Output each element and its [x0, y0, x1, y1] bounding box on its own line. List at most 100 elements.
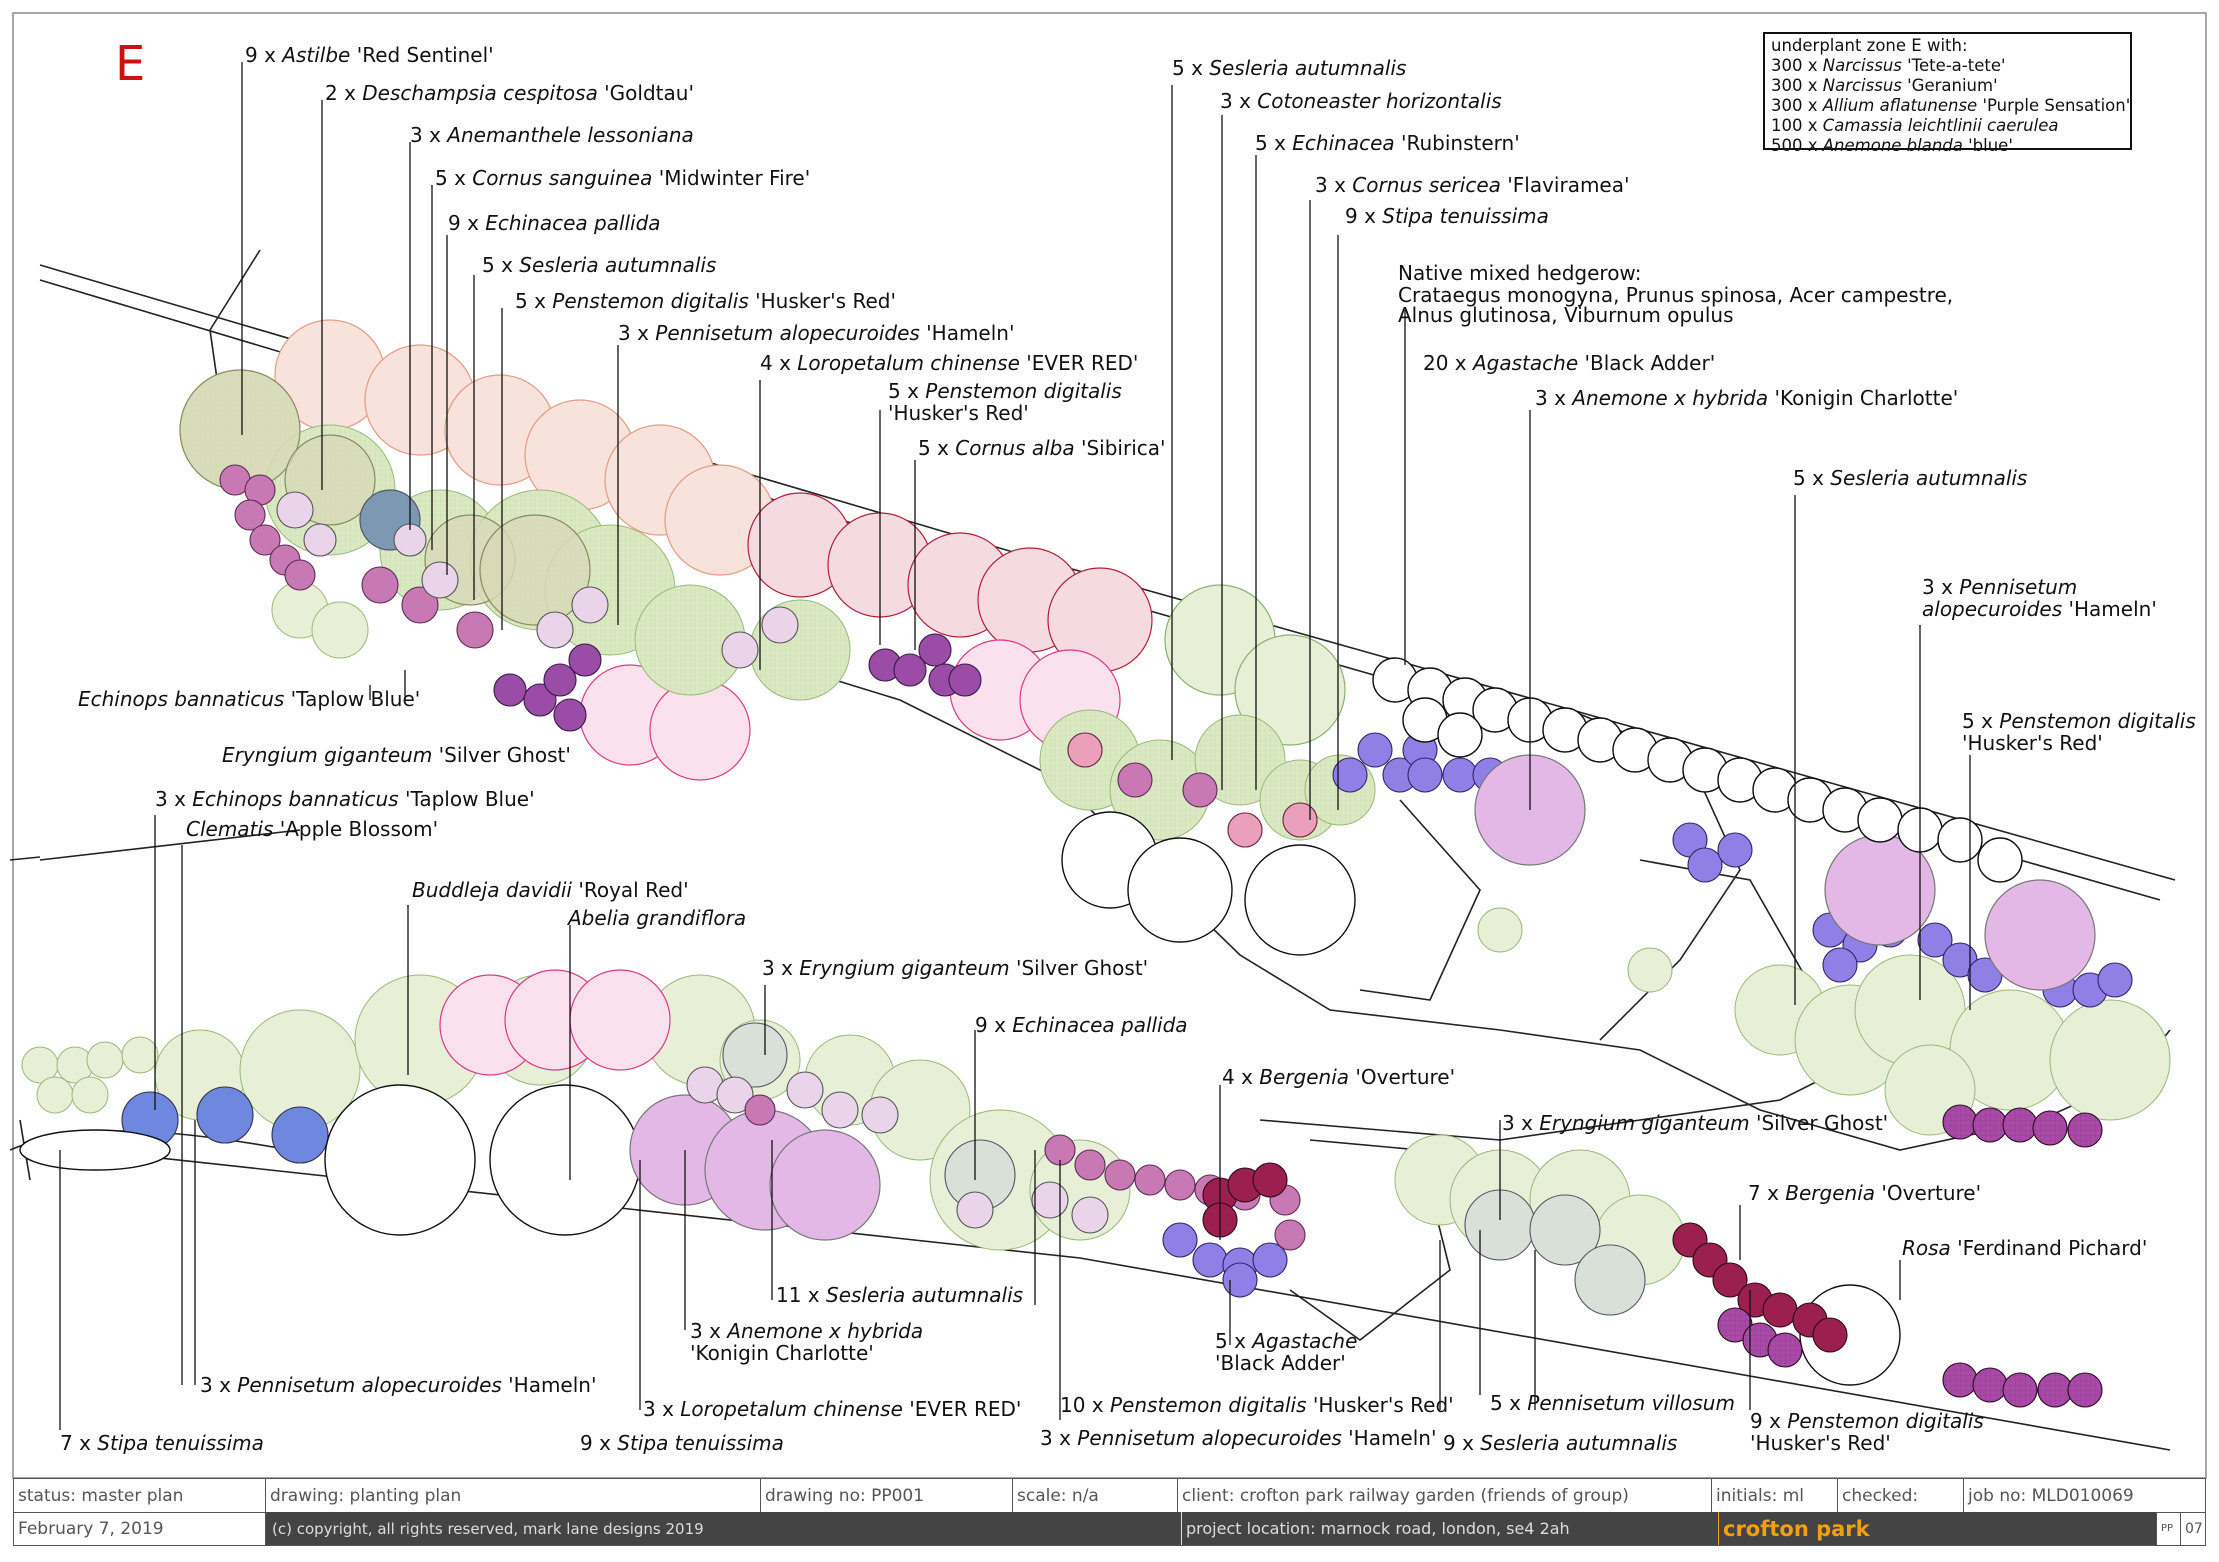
plant-label-part: 4 x [760, 351, 797, 375]
underplant-item: 300 x Narcissus 'Tete-a-tete' [1771, 56, 2006, 75]
plant-label-part: 3 x [1315, 173, 1352, 197]
underplant-legend: underplant zone E with: 300 x Narcissus … [1763, 32, 2132, 155]
plant-label: 5 x Penstemon digitalis [1962, 709, 2196, 733]
plant-label-part: 'Royal Red' [572, 878, 689, 902]
sheet-number: 07 [2185, 1520, 2203, 1537]
plant-label: 5 x Penstemon digitalis [888, 379, 1122, 403]
plant-label-part: 9 x [1345, 204, 1382, 228]
drawing-no-cell: drawing no: PP001 [761, 1479, 1013, 1512]
plant-label-part: 'Konigin Charlotte' [690, 1341, 874, 1365]
plant-label-part: 'Husker's Red' [1750, 1431, 1891, 1455]
plant-label-part: Penstemon digitalis [1787, 1409, 1984, 1433]
plant-label-part: 9 x [1750, 1409, 1787, 1433]
plant-label-part: 'Flaviramea' [1501, 173, 1630, 197]
title-block-row-1: status: master plan drawing: planting pl… [14, 1479, 2205, 1513]
plant-label: 'Husker's Red' [1750, 1431, 1891, 1455]
plant-label-part: 10 x [1060, 1393, 1110, 1417]
plant-label-part: Sesleria autumnalis [1830, 466, 2027, 490]
plant-label-part: 9 x [1443, 1431, 1480, 1455]
plant-label-part: 'Ferdinand Pichard' [1951, 1236, 2148, 1260]
copyright-text: (c) copyright, all rights reserved, mark… [272, 1519, 704, 1538]
plant-label: 5 x Sesleria autumnalis [1172, 56, 1406, 80]
plant-label: 3 x Pennisetum alopecuroides 'Hameln' [618, 321, 1014, 345]
scale-cell: scale: n/a [1013, 1479, 1178, 1512]
plant-label-part: Sesleria autumnalis [519, 253, 716, 277]
plant-label: Echinops bannaticus 'Taplow Blue' [78, 687, 420, 711]
plant-label: 'Husker's Red' [1962, 731, 2103, 755]
plant-label-part: 5 x [1962, 709, 1999, 733]
plant-label-part: 'Husker's Red' [888, 401, 1029, 425]
plant-label-part: 'Silver Ghost' [432, 743, 571, 767]
plant-label-part: 'Black Adder' [1578, 351, 1715, 375]
job-no-cell: job no: MLD010069 [1968, 1485, 2134, 1506]
plant-label-part: Deschampsia cespitosa [362, 81, 598, 105]
title-block: status: master plan drawing: planting pl… [13, 1478, 2206, 1546]
plant-label-part: 11 x [776, 1283, 826, 1307]
plant-label: 5 x Sesleria autumnalis [482, 253, 716, 277]
plant-label-part: Alnus glutinosa, Viburnum opulus [1398, 303, 1734, 327]
drawing-cell: drawing: planting plan [266, 1479, 761, 1512]
plant-label-part: Anemone x hybrida [1570, 386, 1768, 410]
plant-label-part: Astilbe [280, 43, 350, 67]
plant-label-part: 3 x [200, 1373, 237, 1397]
plant-label: 3 x Anemone x hybrida [690, 1319, 923, 1343]
plant-label: 3 x Eryngium giganteum 'Silver Ghost' [1502, 1111, 1888, 1135]
plant-label-part: 3 x [618, 321, 655, 345]
plant-label-part: 5 x [918, 436, 955, 460]
plant-label-part: Penstemon digitalis [925, 379, 1122, 403]
plant-label-part: 3 x [762, 956, 799, 980]
plant-label-part: Loropetalum chinense [680, 1397, 903, 1421]
plant-label-part: Penstemon digitalis [1110, 1393, 1307, 1417]
plant-label-part: 'Black Adder' [1215, 1351, 1346, 1375]
plant-label-part: 3 x [155, 787, 192, 811]
plant-label-part: 'Hameln' [502, 1373, 597, 1397]
plant-label: Crataegus monogyna, Prunus spinosa, Acer… [1398, 283, 1953, 307]
underplant-item: 500 x Anemone blanda 'blue' [1771, 136, 2013, 155]
plant-label: 5 x Cornus sanguinea 'Midwinter Fire' [435, 166, 810, 190]
plant-label-part: Agastache [1471, 351, 1578, 375]
plant-label: alopecuroides 'Hameln' [1922, 597, 2157, 621]
plant-label-part: 'Hameln' [2062, 597, 2157, 621]
plant-label-part: 5 x [515, 289, 552, 313]
plant-label-part: 'Sibirica' [1075, 436, 1166, 460]
plant-label: 3 x Cotoneaster horizontalis [1220, 89, 1502, 113]
plant-label-part: Echinops bannaticus [192, 787, 398, 811]
plant-label-part: Crataegus monogyna, Prunus spinosa, Acer… [1398, 283, 1953, 307]
plant-label: 4 x Bergenia 'Overture' [1222, 1065, 1455, 1089]
plant-label: 'Konigin Charlotte' [690, 1341, 874, 1365]
plant-label: 2 x Deschampsia cespitosa 'Goldtau' [325, 81, 694, 105]
plant-label: 9 x Astilbe 'Red Sentinel' [245, 43, 494, 67]
plant-label: 3 x Echinops bannaticus 'Taplow Blue' [155, 787, 535, 811]
plant-label-part: Echinacea pallida [1012, 1013, 1187, 1037]
plant-label-part: 9 x [580, 1431, 617, 1455]
pp-cell: PP [2156, 1512, 2181, 1545]
underplant-heading: underplant zone E with: [1771, 36, 1968, 55]
plant-labels: 9 x Astilbe 'Red Sentinel' 2 x Deschampsi… [60, 43, 2196, 1455]
plant-label: Clematis 'Apple Blossom' [186, 817, 438, 841]
plant-label: Buddleja davidii 'Royal Red' [412, 878, 689, 902]
plant-label: 5 x Pennisetum villosum [1490, 1391, 1735, 1415]
plant-label: 9 x Sesleria autumnalis [1443, 1431, 1677, 1455]
plant-label-part: Penstemon digitalis [552, 289, 749, 313]
plant-label: 5 x Cornus alba 'Sibirica' [918, 436, 1166, 460]
plant-label-part: Sesleria autumnalis [826, 1283, 1023, 1307]
plant-label-part: Bergenia [1259, 1065, 1349, 1089]
plant-label-part: 'Apple Blossom' [273, 817, 438, 841]
plant-label: 9 x Penstemon digitalis [1750, 1409, 1984, 1433]
plant-label-part: Buddleja davidii [412, 878, 572, 902]
plant-label: 7 x Stipa tenuissima [60, 1431, 264, 1455]
plant-label-part: Stipa tenuissima [617, 1431, 784, 1455]
plant-label-part: 'Hameln' [1342, 1426, 1437, 1450]
plant-label-part: Pennisetum alopecuroides [655, 321, 920, 345]
plant-label: 9 x Stipa tenuissima [1345, 204, 1549, 228]
plant-label: Eryngium giganteum 'Silver Ghost' [222, 743, 571, 767]
plant-label-part: 'Taplow Blue' [399, 787, 535, 811]
plant-label: 7 x Bergenia 'Overture' [1748, 1181, 1981, 1205]
plant-label-part: 'Overture' [1349, 1065, 1455, 1089]
plant-label-part: 3 x [1535, 386, 1572, 410]
plant-label-part: Eryngium giganteum [1539, 1111, 1749, 1135]
plant-label-part: Native mixed hedgerow: [1398, 261, 1641, 285]
plant-label-part: Stipa tenuissima [1382, 204, 1549, 228]
plant-label-part: 7 x [1748, 1181, 1785, 1205]
plant-label: Alnus glutinosa, Viburnum opulus [1398, 303, 1734, 327]
